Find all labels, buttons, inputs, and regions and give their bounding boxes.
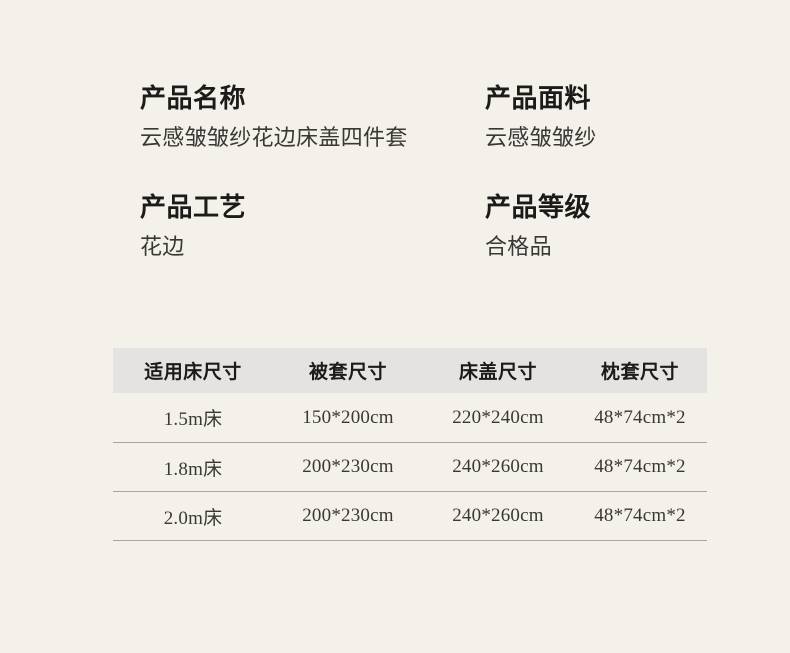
table-header-row: 适用床尺寸 被套尺寸 床盖尺寸 枕套尺寸	[113, 348, 707, 393]
spec-label-product-grade: 产品等级	[485, 193, 592, 223]
cell-bedspread-size: 240*260cm	[423, 442, 573, 492]
spec-block-product-name: 产品名称 云感皱皱纱花边床盖四件套	[140, 84, 485, 151]
spec-attribute-grid: 产品名称 云感皱皱纱花边床盖四件套 产品面料 云感皱皱纱 产品工艺 花边 产品等…	[140, 84, 720, 261]
cell-bed-size: 2.0m床	[113, 491, 273, 541]
spec-label-product-craft: 产品工艺	[140, 193, 247, 223]
cell-pillowcase-size: 48*74cm*2	[573, 442, 707, 492]
cell-duvet-size: 200*230cm	[273, 491, 423, 541]
spec-block-product-fabric: 产品面料 云感皱皱纱	[485, 84, 720, 151]
cell-bed-size: 1.5m床	[113, 393, 273, 443]
cell-duvet-size: 150*200cm	[273, 393, 423, 443]
column-header-bed-size: 适用床尺寸	[144, 362, 242, 383]
spec-value-product-name: 云感皱皱纱花边床盖四件套	[140, 124, 408, 150]
spec-label-product-name: 产品名称	[140, 84, 247, 113]
spec-row: 产品名称 云感皱皱纱花边床盖四件套 产品面料 云感皱皱纱	[140, 84, 720, 151]
table-row: 2.0m床 200*230cm 240*260cm 48*74cm*2	[113, 491, 707, 541]
cell-pillowcase-size: 48*74cm*2	[573, 393, 707, 443]
spec-value-product-grade: 合格品	[485, 234, 552, 260]
spec-block-product-craft: 产品工艺 花边	[140, 193, 485, 260]
table-row: 1.8m床 200*230cm 240*260cm 48*74cm*2	[113, 442, 707, 492]
spec-value-product-fabric: 云感皱皱纱	[485, 124, 597, 150]
column-header-bedspread-size: 床盖尺寸	[458, 362, 537, 383]
cell-bedspread-size: 240*260cm	[423, 491, 573, 541]
table-header: 适用床尺寸 被套尺寸 床盖尺寸 枕套尺寸	[113, 348, 707, 393]
spec-block-product-grade: 产品等级 合格品	[485, 193, 720, 260]
table-body: 1.5m床 150*200cm 220*240cm 48*74cm*2 1.8m…	[113, 393, 707, 541]
column-header-pillowcase-size: 枕套尺寸	[600, 362, 679, 383]
cell-bedspread-size: 220*240cm	[423, 393, 573, 443]
column-header-duvet-size: 被套尺寸	[308, 362, 387, 383]
spec-label-product-fabric: 产品面料	[485, 84, 592, 113]
spec-value-product-craft: 花边	[140, 234, 185, 260]
table-row: 1.5m床 150*200cm 220*240cm 48*74cm*2	[113, 393, 707, 443]
spec-row: 产品工艺 花边 产品等级 合格品	[140, 193, 720, 260]
cell-bed-size: 1.8m床	[113, 442, 273, 492]
size-specification-table: 适用床尺寸 被套尺寸 床盖尺寸 枕套尺寸 1.5m床 150*200cm 220…	[113, 348, 707, 541]
cell-pillowcase-size: 48*74cm*2	[573, 491, 707, 541]
cell-duvet-size: 200*230cm	[273, 442, 423, 492]
